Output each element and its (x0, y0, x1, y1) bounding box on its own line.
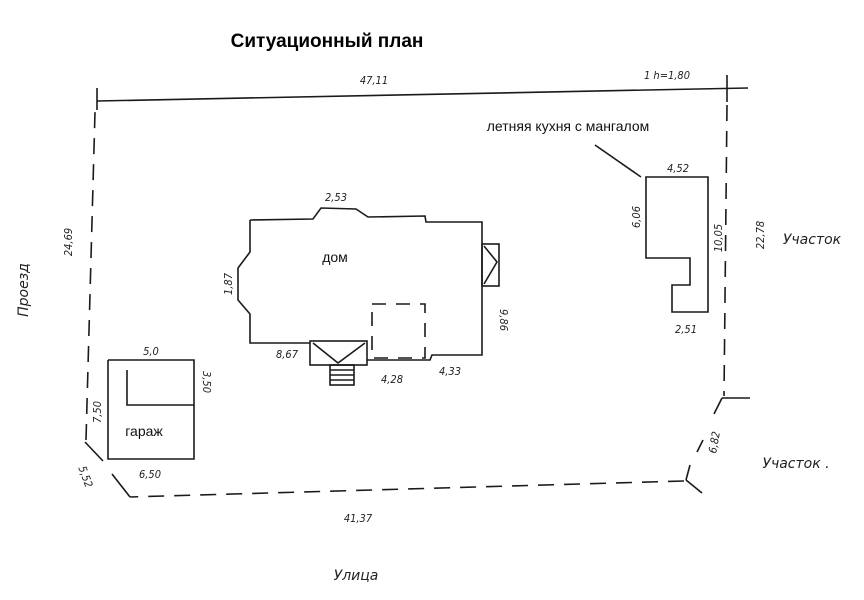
dim-kitchen-bottom: 2,51 (675, 323, 697, 336)
dim-house-bottom-left: 8,67 (276, 348, 299, 361)
driveway-label: Проезд (16, 263, 32, 317)
dim-right: 22,78 (754, 221, 767, 249)
dim-garage-top: 5,0 (143, 345, 159, 358)
plan-title: Ситуационный план (231, 31, 424, 52)
dim-garage-bottom: 6,50 (139, 468, 161, 481)
house-label: дом (322, 249, 348, 265)
dim-kitchen-left: 6,06 (630, 206, 643, 228)
garage-label: гараж (125, 423, 163, 439)
dim-top: 47,11 (360, 74, 388, 87)
dim-kitchen-top: 4,52 (667, 162, 689, 175)
neighbor-right-top: Участок (783, 232, 842, 248)
dim-house-bottom-right: 4,33 (439, 365, 461, 378)
dim-house-bottom-mid: 4,28 (381, 373, 403, 386)
dim-house-right: 9,86 (497, 309, 510, 331)
dim-house-left: 1,87 (222, 272, 235, 295)
neighbor-right-bottom: Участок . (762, 456, 829, 472)
street-label: Улица (334, 568, 379, 584)
dim-bottom-left-diag: 5,52 (75, 464, 95, 489)
dim-garage-left: 7,50 (91, 401, 104, 423)
summer-kitchen (594, 144, 709, 313)
plot-boundary (84, 75, 750, 498)
kitchen-label: летняя кухня с мангалом (487, 118, 650, 134)
dim-left: 24,69 (62, 228, 75, 256)
dim-top-height: 1 h=1,80 (644, 69, 690, 82)
dim-bottom: 41,37 (344, 512, 373, 525)
dim-kitchen-right: 10,05 (712, 224, 725, 252)
garage (107, 359, 195, 460)
dim-right-diag: 6,82 (706, 430, 723, 454)
house (237, 207, 500, 386)
leader-line (594, 144, 642, 178)
dim-house-top: 2,53 (325, 191, 347, 204)
dim-garage-inner: 3,50 (200, 371, 213, 393)
